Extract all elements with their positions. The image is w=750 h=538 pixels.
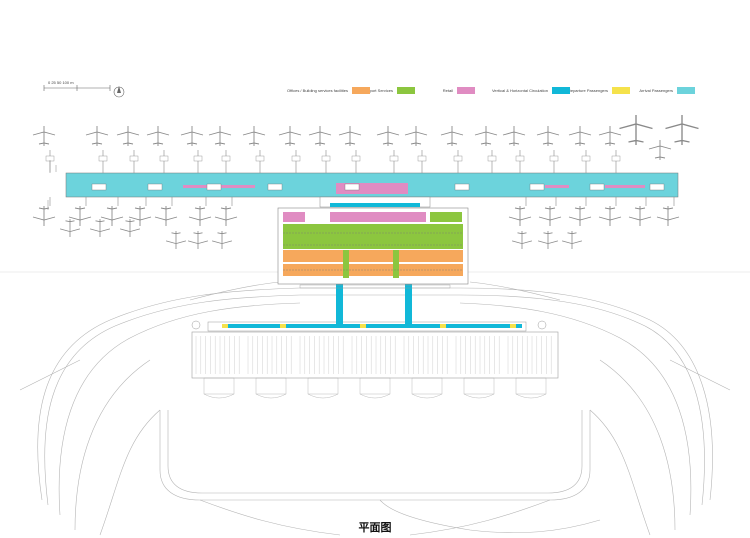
legend: Arrival Passengers Departure Passengers Ve…	[287, 87, 695, 94]
legend-item-offices: Offices / Building services facilities	[287, 87, 370, 94]
concourse-pier	[65, 172, 679, 208]
aircraft-icon	[338, 126, 362, 146]
aircraft-icon	[308, 126, 332, 146]
aircraft-icon	[474, 126, 498, 146]
scale-bar-label: 0 25 50 100 m	[48, 80, 74, 85]
curbside-drop-off	[191, 320, 547, 332]
aircraft-icon	[187, 230, 209, 250]
legend-label: Vertical & Horizontal Circulation	[492, 88, 548, 93]
aircraft-icon	[502, 126, 526, 146]
aircraft-icon	[242, 126, 266, 146]
aircraft-icon	[404, 126, 428, 146]
aircraft-icon	[537, 230, 559, 250]
aircraft-icon	[568, 126, 592, 146]
retail-zone	[283, 212, 305, 222]
pier-cores	[91, 183, 665, 191]
aircraft-icon	[154, 206, 178, 226]
aircraft-icon	[116, 126, 140, 146]
legend-item-support: Airport Services	[365, 87, 415, 94]
aircraft-icon	[68, 206, 92, 226]
aircraft-icon	[89, 218, 111, 238]
aircraft-icon	[278, 126, 302, 146]
legend-label: Airport Services	[365, 88, 393, 93]
aircraft-icon	[208, 126, 232, 146]
aircraft-icon	[538, 206, 562, 226]
aircraft-icon	[32, 126, 56, 146]
aircraft-icon	[536, 126, 560, 146]
retail-zone	[330, 212, 426, 222]
retail-zone	[336, 183, 408, 194]
road-network	[0, 271, 750, 536]
aircraft-icon	[628, 206, 652, 226]
aircraft-icon	[146, 126, 170, 146]
aircraft-icon	[619, 115, 653, 145]
aircraft-icon	[656, 206, 680, 226]
aircraft-icon	[180, 126, 204, 146]
services-zone	[430, 212, 462, 222]
services-zone	[283, 224, 463, 239]
aircraft-icon	[119, 218, 141, 238]
legend-item-retail: Retail	[443, 87, 475, 94]
aircraft-icon	[665, 115, 699, 145]
offices-zone	[283, 250, 463, 262]
scale-bar: 0 25 50 100 m	[43, 80, 125, 98]
plan-caption: 平面图	[358, 521, 392, 534]
aircraft-icon	[188, 206, 212, 226]
aircraft-icon	[440, 126, 464, 146]
legend-item-circulation: Vertical & Horizontal Circulation	[492, 87, 570, 94]
aircraft-icon	[561, 230, 583, 250]
legend-item-departure: Departure Passengers	[568, 87, 630, 94]
aircraft-icon	[376, 126, 400, 146]
aircraft-icon	[598, 126, 622, 146]
services-zone	[283, 239, 463, 249]
aircraft-icon	[211, 230, 233, 250]
aircraft-icon	[598, 206, 622, 226]
aircraft-icon	[568, 206, 592, 226]
aircraft-icon	[100, 206, 124, 226]
legend-item-arrival: Arrival Passengers	[639, 87, 695, 94]
aircraft-icon	[59, 218, 81, 238]
aircraft-icon	[165, 230, 187, 250]
terminal-core	[277, 207, 469, 285]
aircraft-icon	[32, 206, 56, 226]
parking-bays	[195, 336, 552, 399]
aircraft-icon	[85, 126, 109, 146]
aircraft-stands	[32, 115, 699, 250]
aircraft-icon	[648, 140, 672, 160]
legend-label: Arrival Passengers	[639, 88, 673, 93]
parking-structure	[191, 331, 559, 379]
aircraft-icon	[128, 206, 152, 226]
legend-label: Departure Passengers	[568, 88, 608, 93]
legend-label: Offices / Building services facilities	[287, 88, 348, 93]
legend-label: Retail	[443, 88, 453, 93]
connector-bridges	[299, 280, 451, 326]
aircraft-icon	[214, 206, 238, 226]
aircraft-icon	[508, 206, 532, 226]
aircraft-icon	[511, 230, 533, 250]
